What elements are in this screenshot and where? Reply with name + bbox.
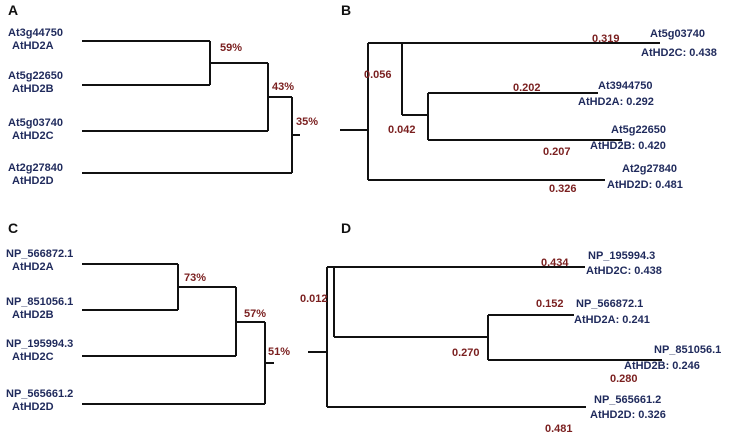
support-a-3: 35%: [296, 116, 318, 128]
leaf-id-a-4: At2g27840: [8, 162, 63, 174]
leaf-name-b-1: AtHD2C: [641, 47, 683, 59]
svg-text:AtHD2A: 0.292: AtHD2A: 0.292: [578, 96, 654, 108]
svg-text:AtHD2D: 0.481: AtHD2D: 0.481: [607, 179, 683, 191]
leaf-name-a-4: AtHD2D: [12, 175, 54, 187]
support-c-1: 73%: [184, 272, 206, 284]
panel-b: B 0.319 0.056 0.202 0.042 0.207 0.326 At…: [340, 2, 717, 195]
leaf-id-b-4: At2g27840: [622, 163, 677, 175]
branch-length-b-1: 0.319: [592, 33, 620, 45]
branch-length-b-5: 0.207: [543, 146, 571, 158]
leaf-id-c-2: NP_851056.1: [6, 296, 73, 308]
tree-branches-d: [308, 266, 662, 408]
svg-text:AtHD2B: 0.420: AtHD2B: 0.420: [590, 140, 666, 152]
branch-length-d-3: 0.152: [536, 298, 564, 310]
leaf-id-d-3: NP_851056.1: [654, 344, 721, 356]
branch-length-d-1: 0.434: [541, 257, 569, 269]
leaf-id-b-2: At3944750: [598, 80, 652, 92]
tree-branches-a: [82, 40, 300, 174]
panel-label-b: B: [341, 2, 351, 18]
leaf-name-c-1: AtHD2A: [12, 261, 54, 273]
leaf-name-a-2: AtHD2B: [12, 83, 54, 95]
leaf-name-c-2: AtHD2B: [12, 309, 54, 321]
leaf-length-d-4: 0.326: [638, 409, 666, 421]
leaf-name-a-3: AtHD2C: [12, 130, 54, 142]
leaf-id-b-3: At5g22650: [611, 124, 666, 136]
branch-length-b-3: 0.202: [513, 82, 541, 94]
support-c-3: 51%: [268, 346, 290, 358]
svg-text:AtHD2A: 0.241: AtHD2A: 0.241: [574, 314, 650, 326]
panel-c: C NP_566872.1 AtHD2A NP_851056.1 AtHD2B …: [6, 220, 290, 413]
leaf-id-c-3: NP_195994.3: [6, 338, 73, 350]
leaf-name-d-4: AtHD2D: [590, 409, 632, 421]
leaf-id-a-3: At5g03740: [8, 117, 63, 129]
svg-text:AtHD2C: 0.438: AtHD2C: 0.438: [586, 265, 662, 277]
leaf-id-a-1: At3g44750: [8, 27, 63, 39]
leaf-name-c-3: AtHD2C: [12, 351, 54, 363]
leaf-id-d-2: NP_566872.1: [576, 298, 643, 310]
panel-label-d: D: [341, 220, 351, 236]
support-a-1: 59%: [220, 42, 242, 54]
leaf-name-b-3: AtHD2B: [590, 140, 632, 152]
svg-text:AtHD2C: 0.438: AtHD2C: 0.438: [641, 47, 717, 59]
leaf-name-b-4: AtHD2D: [607, 179, 649, 191]
panel-label-c: C: [8, 220, 18, 236]
leaf-name-a-1: AtHD2A: [12, 40, 54, 52]
leaf-id-c-4: NP_565661.2: [6, 388, 73, 400]
leaf-id-b-1: At5g03740: [650, 28, 705, 40]
leaf-id-c-1: NP_566872.1: [6, 248, 73, 260]
leaf-length-d-3: 0.246: [672, 360, 700, 372]
leaf-length-b-1: 0.438: [689, 47, 717, 59]
leaf-id-d-4: NP_565661.2: [594, 394, 661, 406]
branch-length-b-4: 0.042: [388, 124, 416, 136]
branch-length-d-6: 0.481: [545, 423, 573, 435]
panel-d: D 0.434 0.012 0.152 0.270 0.280 0.481 NP…: [300, 220, 721, 435]
leaf-length-d-2: 0.241: [622, 314, 650, 326]
branch-length-d-5: 0.280: [610, 373, 638, 385]
branch-length-b-6: 0.326: [549, 183, 577, 195]
leaf-id-d-1: NP_195994.3: [588, 250, 655, 262]
leaf-name-d-2: AtHD2A: [574, 314, 616, 326]
leaf-name-d-3: AtHD2B: [624, 360, 666, 372]
panel-label-a: A: [8, 2, 18, 18]
leaf-b-1-name-length: AtHD2C: 0.438: [641, 47, 717, 59]
branch-length-d-4: 0.270: [452, 347, 480, 359]
leaf-name-b-2: AtHD2A: [578, 96, 620, 108]
svg-text:AtHD2B: 0.246: AtHD2B: 0.246: [624, 360, 700, 372]
branch-length-b-2: 0.056: [364, 69, 392, 81]
leaf-length-b-4: 0.481: [655, 179, 683, 191]
panel-a: A At3g44750 AtHD2A At5g22650 AtHD2B At5g…: [8, 2, 318, 187]
leaf-length-b-2: 0.292: [626, 96, 654, 108]
branch-length-d-2: 0.012: [300, 293, 328, 305]
leaf-name-c-4: AtHD2D: [12, 401, 54, 413]
support-a-2: 43%: [272, 81, 294, 93]
svg-text:AtHD2D: 0.326: AtHD2D: 0.326: [590, 409, 666, 421]
tree-branches-b: [340, 42, 660, 181]
leaf-length-d-1: 0.438: [634, 265, 662, 277]
tree-branches-c: [82, 263, 274, 405]
leaf-id-a-2: At5g22650: [8, 70, 63, 82]
support-c-2: 57%: [244, 308, 266, 320]
leaf-length-b-3: 0.420: [638, 140, 666, 152]
leaf-name-d-1: AtHD2C: [586, 265, 628, 277]
